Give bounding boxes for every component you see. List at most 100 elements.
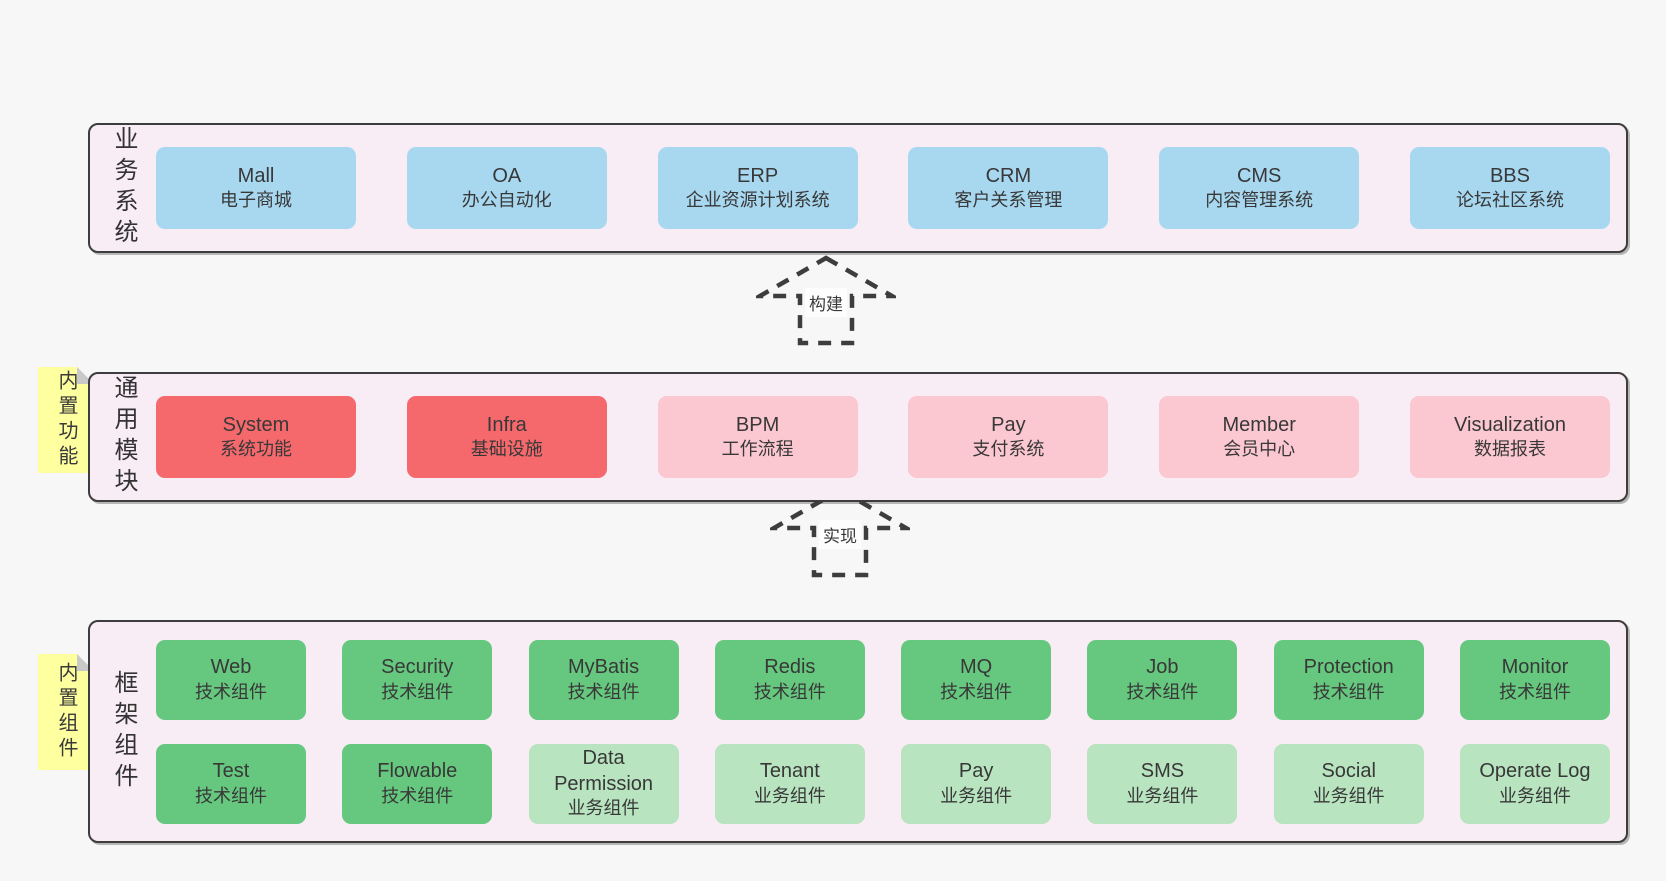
- box-operate-log: Operate Log 业务组件: [1459, 743, 1610, 824]
- box-tenant: Tenant 业务组件: [714, 743, 865, 824]
- box-subtitle: 电子商城: [220, 190, 292, 211]
- box-subtitle: 内容管理系统: [1205, 190, 1314, 211]
- box-title: BPM: [735, 413, 780, 436]
- box-subtitle: 工作流程: [721, 439, 794, 460]
- box-title: Protection: [1303, 656, 1394, 678]
- box-subtitle: 企业资源计划系统: [685, 190, 830, 211]
- box-system: System 系统功能: [156, 396, 356, 478]
- box-mall: Mall 电子商城: [156, 147, 356, 229]
- band-label: 业务系统: [110, 126, 137, 250]
- band-business-systems: 业务系统 Mall 电子商城 OA 办公自动化 ERP 企业资源计划系统 CRM…: [88, 123, 1628, 253]
- box-title: Social: [1321, 760, 1376, 782]
- box-mq: MQ 技术组件: [901, 639, 1052, 720]
- box-subtitle: 技术组件: [753, 681, 826, 702]
- box-title: SMS: [1140, 760, 1185, 782]
- box-subtitle: 技术组件: [195, 681, 267, 702]
- box-title: Job: [1146, 656, 1179, 678]
- box-infra: Infra 基础设施: [406, 396, 607, 478]
- box-member: Member 会员中心: [1159, 396, 1360, 478]
- box-job: Job 技术组件: [1087, 639, 1238, 720]
- box-title: Pay: [991, 413, 1026, 436]
- box-subtitle: 技术组件: [1498, 681, 1571, 702]
- band-common-modules: 通用模块 System 系统功能 Infra 基础设施 BPM 工作流程 Pay…: [88, 372, 1628, 502]
- box-subtitle: 业务组件: [1498, 785, 1571, 806]
- box-subtitle: 会员中心: [1223, 439, 1296, 460]
- box-subtitle: 业务组件: [567, 798, 640, 819]
- sticky-note-label: 内置组件: [55, 662, 77, 762]
- arrow-up-icon: [751, 255, 901, 346]
- box-title: Data Permission: [554, 747, 654, 795]
- box-title: Test: [212, 760, 250, 782]
- box-title: System: [222, 413, 290, 436]
- box-title: MQ: [960, 656, 993, 678]
- arrow-up-icon: [765, 487, 915, 578]
- sticky-note-builtin-features: 内置功能: [38, 367, 94, 473]
- box-flowable: Flowable 技术组件: [342, 743, 493, 824]
- box-monitor: Monitor 技术组件: [1459, 639, 1610, 720]
- box-title: OA: [492, 164, 522, 187]
- box-subtitle: 技术组件: [940, 681, 1013, 702]
- box-pay: Pay 支付系统: [908, 396, 1109, 478]
- box-subtitle: 技术组件: [195, 785, 267, 806]
- box-title: Pay: [958, 760, 994, 782]
- framework-row-1: Web 技术组件 Security 技术组件 MyBatis 技术组件 Redi…: [156, 639, 1610, 720]
- box-title: CMS: [1236, 164, 1282, 187]
- band-label-wrap: 框架组件: [90, 622, 156, 841]
- box-subtitle: 系统功能: [220, 439, 292, 460]
- box-title: Tenant: [759, 760, 820, 782]
- band-rows: Web 技术组件 Security 技术组件 MyBatis 技术组件 Redi…: [156, 622, 1626, 841]
- band-framework-components: 框架组件 Web 技术组件 Security 技术组件 MyBatis 技术组件…: [88, 620, 1628, 843]
- framework-row-2: Test 技术组件 Flowable 技术组件 Data Permission …: [156, 743, 1610, 824]
- box-oa: OA 办公自动化: [406, 147, 607, 229]
- box-title: Infra: [486, 413, 527, 436]
- box-title: Redis: [764, 656, 816, 678]
- box-mybatis: MyBatis 技术组件: [528, 639, 679, 720]
- box-title: Monitor: [1501, 656, 1569, 678]
- box-title: CRM: [985, 164, 1032, 187]
- arrow-label: 实现: [819, 520, 861, 549]
- box-subtitle: 论坛社区系统: [1455, 190, 1564, 211]
- sticky-note-builtin-components: 内置组件: [38, 654, 94, 770]
- box-sms: SMS 业务组件: [1087, 743, 1238, 824]
- box-bbs: BBS 论坛社区系统: [1409, 147, 1610, 229]
- box-subtitle: 办公自动化: [461, 190, 552, 211]
- box-subtitle: 技术组件: [567, 681, 640, 702]
- implement-arrow-icon: 实现: [765, 487, 915, 579]
- box-cms: CMS 内容管理系统: [1159, 147, 1360, 229]
- box-subtitle: 支付系统: [972, 439, 1045, 460]
- box-pay-component: Pay 业务组件: [901, 743, 1052, 824]
- box-subtitle: 技术组件: [381, 785, 454, 806]
- box-subtitle: 技术组件: [381, 681, 454, 702]
- box-subtitle: 基础设施: [470, 439, 543, 460]
- box-redis: Redis 技术组件: [714, 639, 865, 720]
- sticky-note-label: 内置功能: [55, 370, 77, 470]
- box-subtitle: 业务组件: [753, 785, 826, 806]
- build-arrow-icon: 构建: [751, 255, 901, 347]
- box-subtitle: 技术组件: [1312, 681, 1385, 702]
- box-title: Member: [1222, 413, 1296, 436]
- box-subtitle: 业务组件: [940, 785, 1013, 806]
- box-web: Web 技术组件: [156, 639, 306, 720]
- box-title: ERP: [737, 164, 779, 187]
- box-data-permission: Data Permission 业务组件: [528, 743, 679, 824]
- box-crm: CRM 客户关系管理: [908, 147, 1109, 229]
- box-title: MyBatis: [568, 656, 640, 678]
- box-subtitle: 业务组件: [1126, 785, 1199, 806]
- band-boxes: Mall 电子商城 OA 办公自动化 ERP 企业资源计划系统 CRM 客户关系…: [156, 125, 1626, 251]
- band-label-wrap: 业务系统: [90, 125, 156, 251]
- box-subtitle: 业务组件: [1312, 785, 1385, 806]
- box-title: Flowable: [377, 760, 458, 782]
- box-title: Mall: [237, 164, 275, 187]
- box-security: Security 技术组件: [342, 639, 493, 720]
- band-label: 通用模块: [110, 375, 137, 499]
- box-bpm: BPM 工作流程: [657, 396, 858, 478]
- box-test: Test 技术组件: [156, 743, 306, 824]
- arrow-label: 构建: [805, 288, 847, 317]
- box-erp: ERP 企业资源计划系统: [657, 147, 858, 229]
- box-title: Visualization: [1454, 413, 1566, 436]
- box-subtitle: 数据报表: [1473, 439, 1546, 460]
- box-title: Security: [381, 656, 454, 678]
- box-title: BBS: [1489, 164, 1530, 187]
- band-boxes: System 系统功能 Infra 基础设施 BPM 工作流程 Pay 支付系统…: [156, 374, 1626, 500]
